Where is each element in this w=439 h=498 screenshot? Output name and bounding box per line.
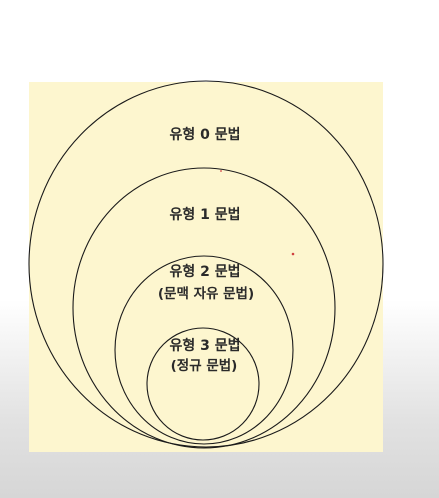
diagram-background xyxy=(29,82,383,452)
speck-mark xyxy=(220,170,222,172)
type0-label: 유형 0 문법 xyxy=(169,126,240,143)
type2-sublabel: (문맥 자유 문법) xyxy=(158,285,254,302)
type3-sublabel: (정규 문법) xyxy=(171,357,238,374)
type0-ellipse xyxy=(28,80,384,448)
type2-ellipse xyxy=(114,255,294,445)
type1-ellipse xyxy=(72,167,336,449)
type3-ellipse xyxy=(146,327,260,441)
speck-mark xyxy=(291,252,295,256)
type3-label: 유형 3 문법 xyxy=(169,337,240,354)
type2-label: 유형 2 문법 xyxy=(169,263,240,280)
type1-label: 유형 1 문법 xyxy=(169,206,240,223)
